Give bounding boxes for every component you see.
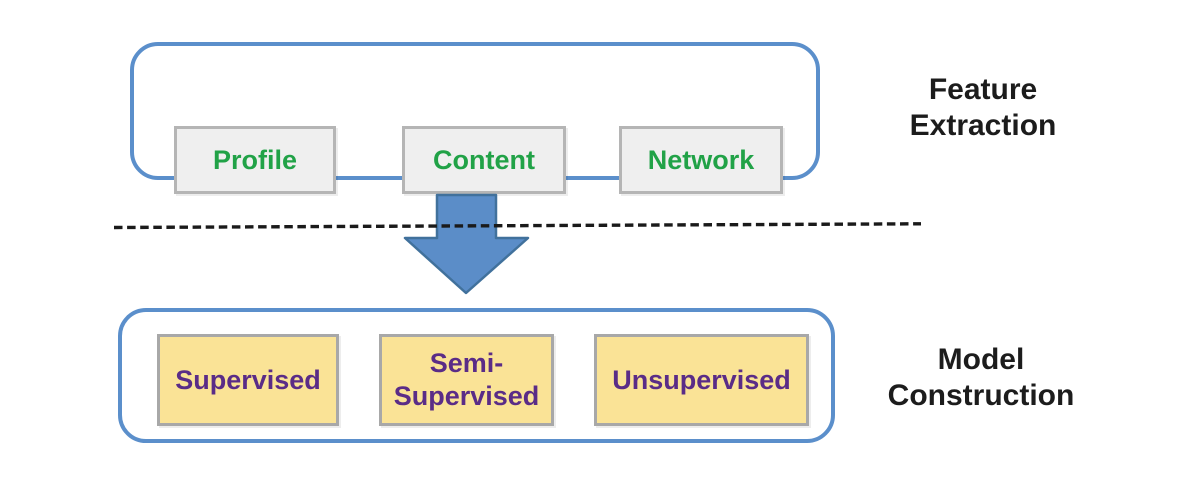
model-box-label: Unsupervised [612, 364, 791, 395]
feature-extraction-label: Feature Extraction [858, 72, 1108, 144]
feature-extraction-group: Profile Content Network [130, 42, 820, 194]
feature-box-label: Network [647, 144, 755, 175]
label-line: Model [937, 343, 1025, 376]
model-box-label: Supervised [175, 364, 321, 395]
model-construction-group: Supervised Semi- Supervised Unsupervised [118, 308, 835, 443]
feature-box-content: Content [402, 126, 566, 194]
model-box-supervised: Supervised [157, 334, 339, 426]
model-box-semi-supervised: Semi- Supervised [379, 334, 554, 426]
label-line: Construction [887, 379, 1075, 412]
model-box-unsupervised: Unsupervised [594, 334, 809, 426]
feature-box-profile: Profile [174, 126, 336, 194]
model-construction-label: Model Construction [856, 342, 1106, 414]
dashed-divider [113, 222, 922, 230]
label-line: Extraction [909, 109, 1057, 142]
model-box-label-line2: Supervised [393, 381, 540, 411]
feature-box-label: Content [433, 144, 535, 175]
down-arrow-icon [403, 193, 530, 295]
feature-box-network: Network [619, 126, 783, 194]
label-line: Feature [928, 73, 1038, 106]
model-box-label: Semi- [429, 348, 504, 378]
feature-box-label: Profile [212, 144, 298, 175]
